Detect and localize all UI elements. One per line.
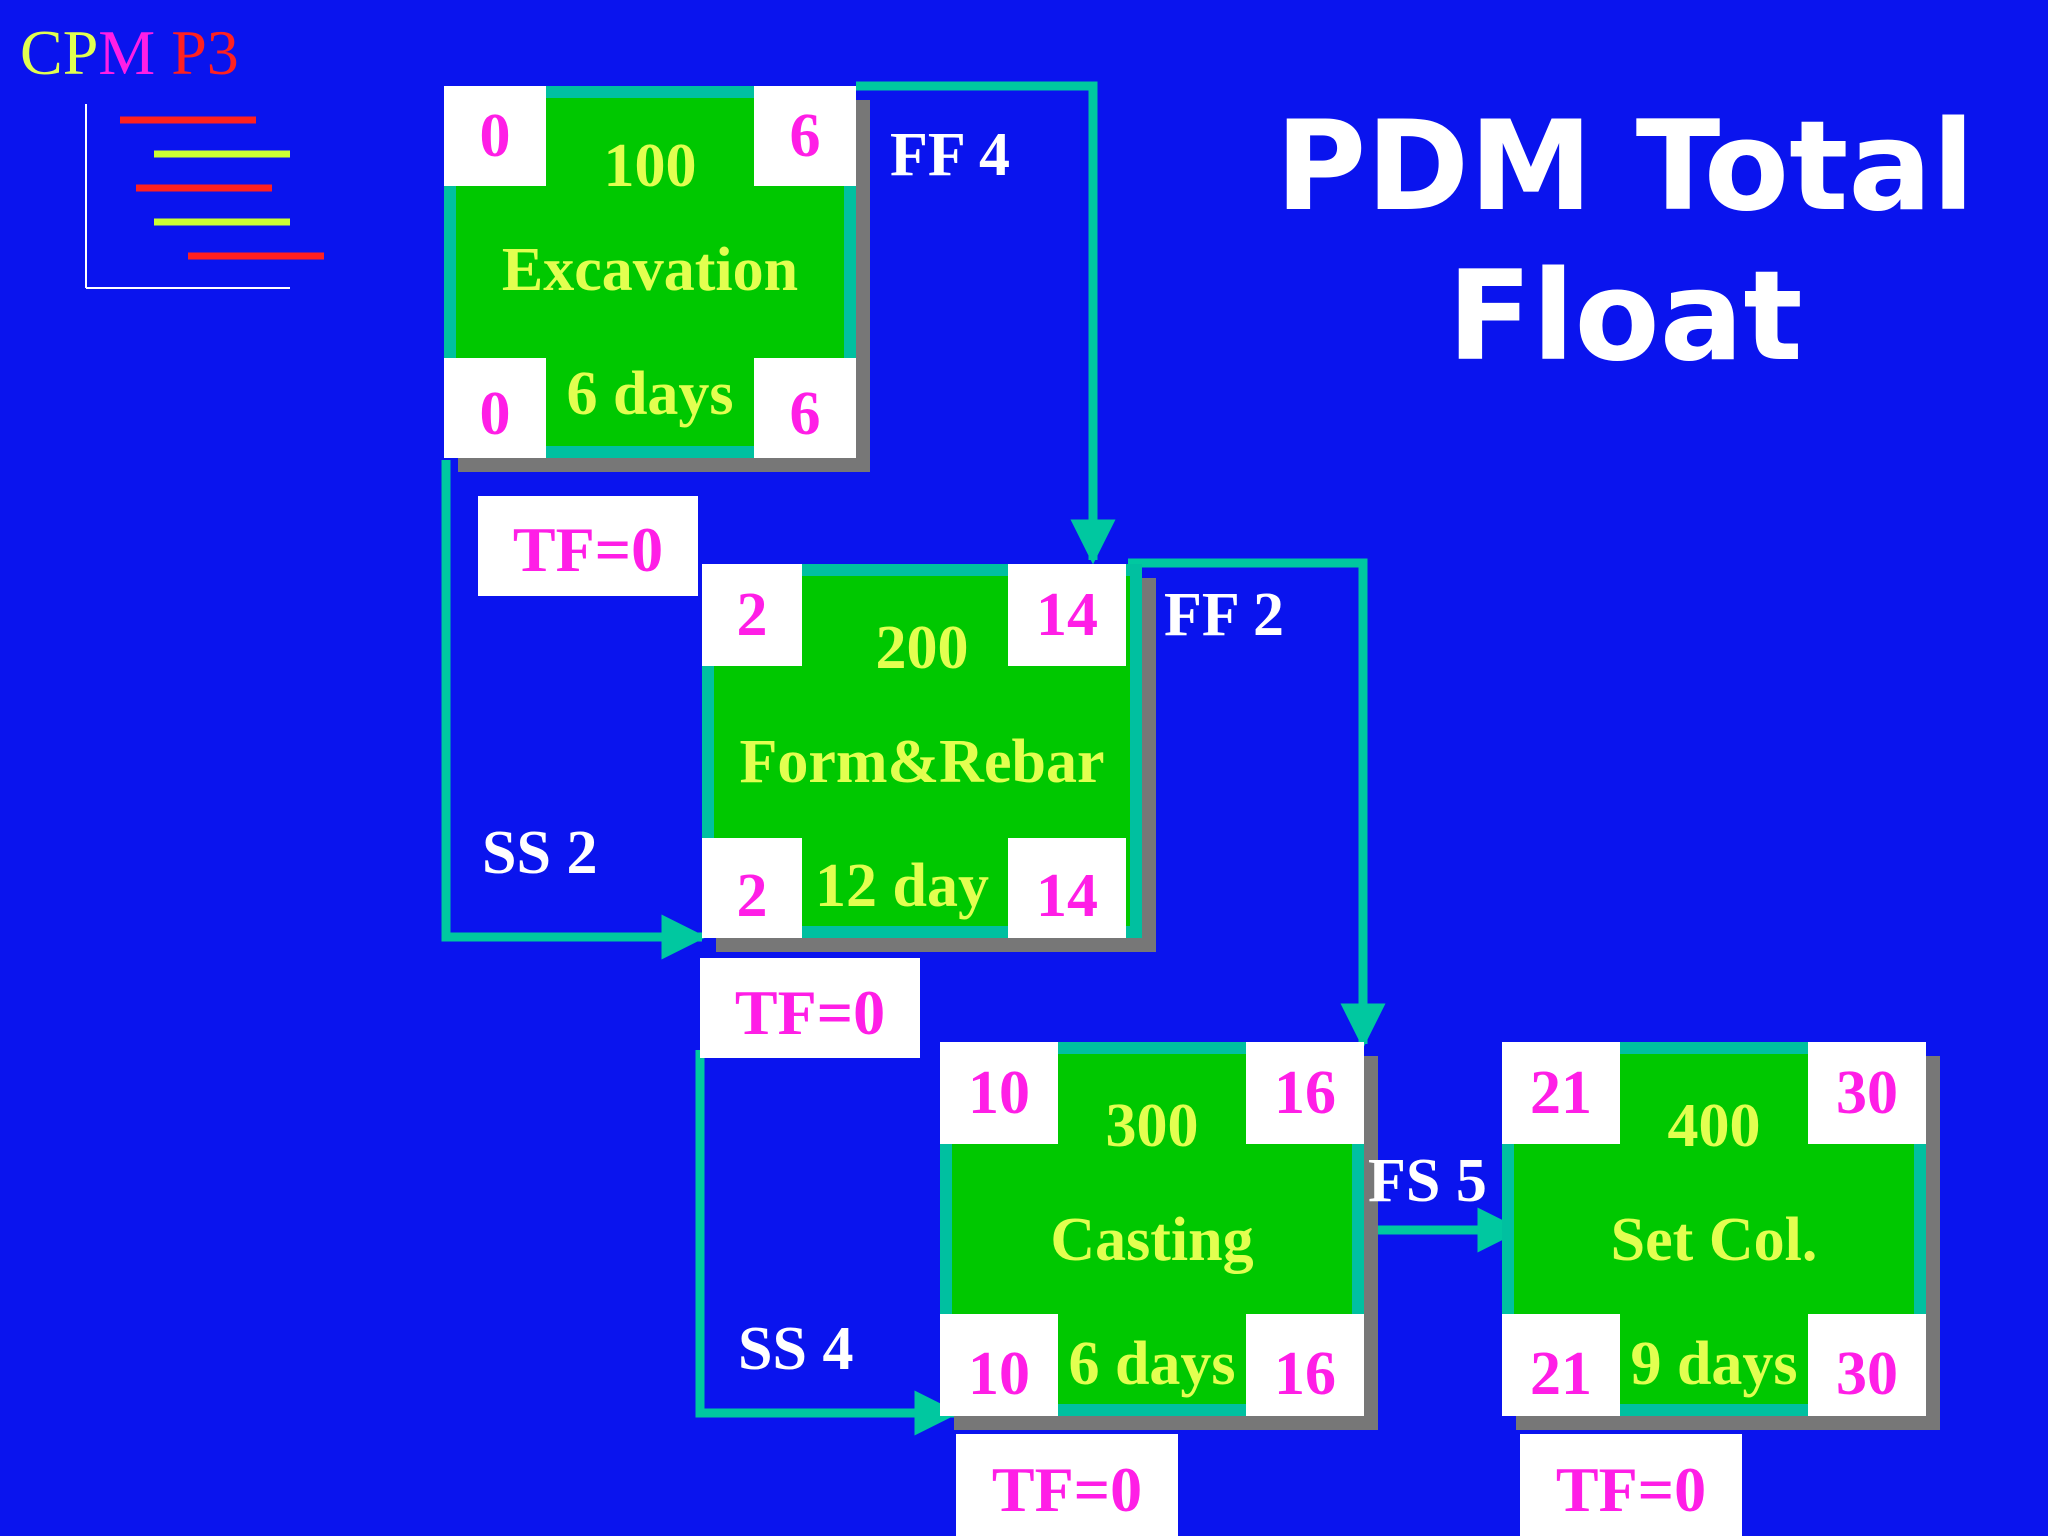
activity-node-300[interactable]: 10 16 10 16 300 Casting 6 days xyxy=(940,1042,1378,1430)
late-start: 2 xyxy=(702,838,802,938)
arrow-ff4 xyxy=(856,81,1116,565)
activity-id: 100 xyxy=(603,132,697,200)
logo-letter-p: P xyxy=(62,17,99,88)
late-finish: 16 xyxy=(1246,1314,1364,1416)
relationship-label-ff4: FF 4 xyxy=(890,121,1010,189)
arrow-ff2 xyxy=(1128,558,1386,1049)
title-line-1: PDM Total xyxy=(1275,95,1975,239)
activity-node-100[interactable]: 0 6 0 6 100 Excavation 6 days xyxy=(444,86,870,472)
logo-gantt-icon xyxy=(85,104,324,289)
relationship-label-ff2: FF 2 xyxy=(1164,581,1284,649)
activity-duration: 12 day xyxy=(815,852,989,920)
activity-duration: 6 days xyxy=(1068,1330,1236,1398)
early-finish: 16 xyxy=(1246,1042,1364,1144)
total-float-400: TF=0 xyxy=(1520,1434,1742,1536)
activity-id: 400 xyxy=(1667,1092,1761,1160)
arrow-ss4 xyxy=(695,1050,960,1436)
relationship-label-fs5: FS 5 xyxy=(1368,1147,1487,1215)
logo-letter-c: C xyxy=(20,17,63,88)
logo-p3: P3 xyxy=(171,17,239,88)
late-start: 10 xyxy=(940,1314,1058,1416)
activity-duration: 6 days xyxy=(566,360,734,428)
activity-duration: 9 days xyxy=(1630,1330,1798,1398)
late-start: 21 xyxy=(1502,1314,1620,1416)
activity-name: Form&Rebar xyxy=(739,728,1105,796)
logo-letter-m: M xyxy=(98,17,156,88)
late-finish: 14 xyxy=(1008,838,1126,938)
title-line-2: Float xyxy=(1447,245,1803,389)
activity-name: Excavation xyxy=(501,236,799,304)
activity-id: 200 xyxy=(875,614,969,682)
early-start: 21 xyxy=(1502,1042,1620,1144)
early-start: 2 xyxy=(702,564,802,666)
total-float-300: TF=0 xyxy=(956,1434,1178,1536)
relationship-label-ss2: SS 2 xyxy=(482,819,598,887)
early-start: 0 xyxy=(444,86,546,186)
total-float-200: TF=0 xyxy=(700,958,920,1058)
activity-node-200[interactable]: 2 14 2 14 200 Form&Rebar 12 day xyxy=(702,564,1156,952)
early-finish: 14 xyxy=(1008,564,1126,666)
total-float-100: TF=0 xyxy=(478,496,698,596)
arrow-ss2 xyxy=(441,460,707,960)
activity-name: Casting xyxy=(1050,1206,1254,1274)
slide-title: PDM Total Float xyxy=(1240,92,2010,392)
early-start: 10 xyxy=(940,1042,1058,1144)
late-finish: 6 xyxy=(754,358,856,458)
activity-id: 300 xyxy=(1105,1092,1199,1160)
late-finish: 30 xyxy=(1808,1314,1926,1416)
activity-name: Set Col. xyxy=(1610,1206,1818,1274)
activity-node-400[interactable]: 21 30 21 30 400 Set Col. 9 days xyxy=(1502,1042,1940,1430)
late-start: 0 xyxy=(444,358,546,458)
cpm-p3-logo: CPM P3 xyxy=(20,18,239,88)
relationship-label-ss4: SS 4 xyxy=(738,1315,854,1383)
early-finish: 30 xyxy=(1808,1042,1926,1144)
early-finish: 6 xyxy=(754,86,856,186)
